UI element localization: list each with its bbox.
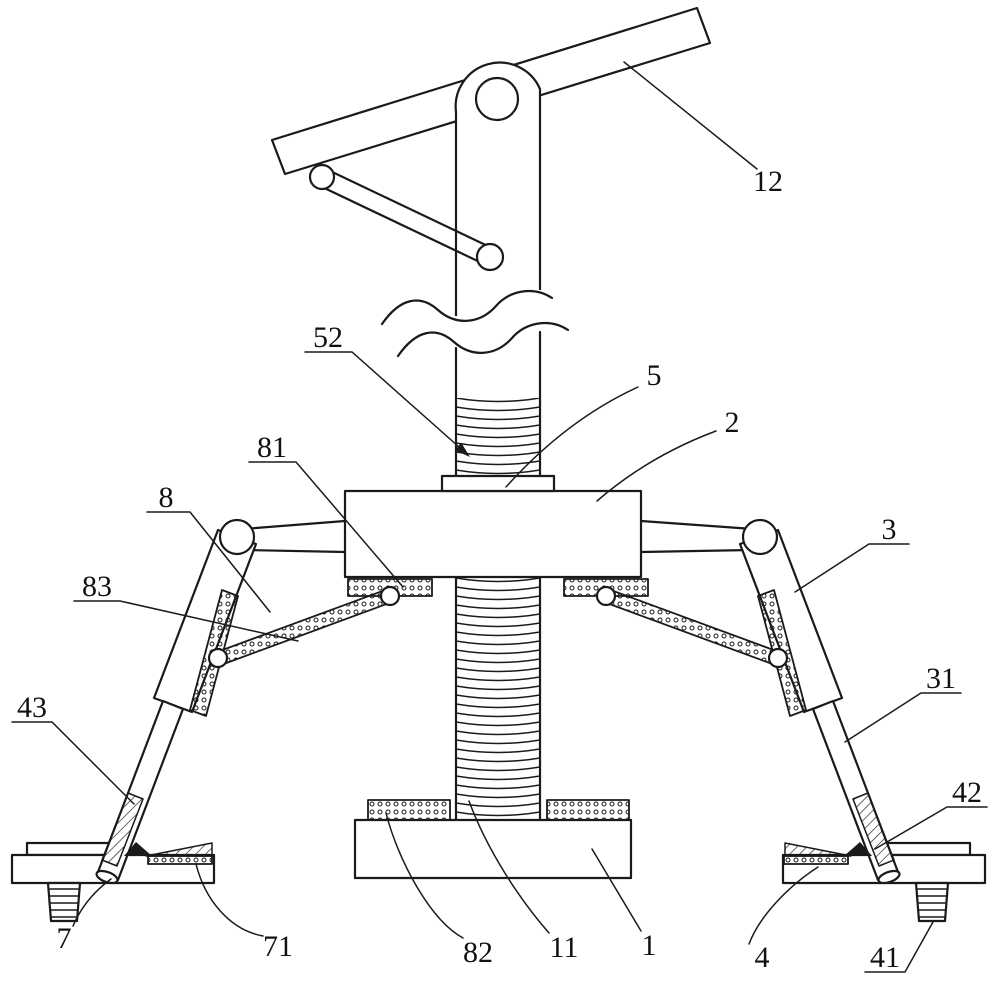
ref-label-41: 41: [870, 941, 900, 974]
ref-label-5: 5: [647, 359, 662, 392]
leader-83: [73, 600, 299, 642]
leader-lines: [11, 61, 988, 973]
left-pad: [367, 799, 451, 821]
right-brace-lower-pin: [767, 647, 789, 669]
leader-11: [468, 800, 550, 934]
ref-label-83: 83: [82, 570, 112, 603]
mid-column: [454, 330, 542, 479]
leader-82: [385, 812, 464, 939]
break-symbol: [380, 290, 570, 358]
left-hinge-pin: [218, 518, 256, 556]
ref-label-2: 2: [725, 406, 740, 439]
ref-label-52: 52: [313, 321, 343, 354]
column-collar: [440, 474, 556, 493]
top-assembly: [270, 6, 712, 358]
leader-52: [304, 351, 470, 457]
leader-81: [248, 461, 404, 588]
ref-label-31: 31: [926, 662, 956, 695]
left-brace-upper-pin: [379, 585, 401, 607]
ref-label-71: 71: [263, 930, 293, 963]
left-brace: [216, 588, 393, 666]
left-damper-pad: [101, 792, 144, 867]
leader-4: [748, 866, 819, 945]
right-anchor-bolt: [914, 881, 950, 923]
right-damper-pad: [852, 792, 895, 867]
ref-label-11: 11: [550, 931, 579, 964]
ref-label-8: 8: [159, 481, 174, 514]
leader-8: [146, 511, 271, 613]
left-brace-lower-pin: [207, 647, 229, 669]
ref-label-1: 1: [642, 929, 657, 962]
leader-71: [195, 863, 264, 937]
ref-label-81: 81: [257, 431, 287, 464]
ref-label-7: 7: [57, 922, 72, 955]
leader-2: [596, 430, 717, 502]
strut-upper-pin: [308, 163, 336, 191]
right-brace-upper-pin: [595, 585, 617, 607]
ref-label-3: 3: [882, 513, 897, 546]
ref-label-43: 43: [17, 691, 47, 724]
left-anchor-bolt: [46, 881, 82, 923]
arrowhead-52: [454, 442, 470, 457]
strut-lower-pin: [475, 242, 505, 272]
cross-box: [343, 489, 643, 579]
right-pad: [546, 799, 630, 821]
right-brace: [603, 588, 780, 666]
leader-3: [794, 543, 910, 593]
head-pivot-pin: [474, 76, 520, 122]
braces: [207, 585, 789, 669]
ref-label-42: 42: [952, 776, 982, 809]
lower-threaded-column: [454, 575, 542, 822]
right-hinge-pin: [741, 518, 779, 556]
ref-label-12: 12: [753, 165, 783, 198]
right-arm: [639, 519, 755, 554]
panel-strut: [308, 163, 505, 272]
leader-7: [72, 878, 112, 927]
reference-labels: 12 52 5 2 81 8 83 3 31 43 42 7 71 82 11 …: [17, 165, 982, 974]
left-foot-junction: [101, 792, 213, 867]
right-foot-junction: [784, 792, 895, 867]
base-pads: [367, 799, 630, 821]
left-arm: [241, 519, 347, 554]
leader-31: [844, 692, 962, 743]
ref-label-4: 4: [755, 941, 770, 974]
ref-label-82: 82: [463, 936, 493, 969]
leader-5: [505, 386, 639, 488]
leader-12: [623, 61, 758, 170]
leader-41: [864, 921, 934, 973]
leader-43: [11, 721, 135, 805]
side-arms: [241, 519, 755, 554]
base-plate: [353, 818, 633, 880]
upper-threaded-section: [456, 398, 540, 476]
leader-42: [874, 806, 988, 850]
leader-1: [591, 848, 642, 932]
